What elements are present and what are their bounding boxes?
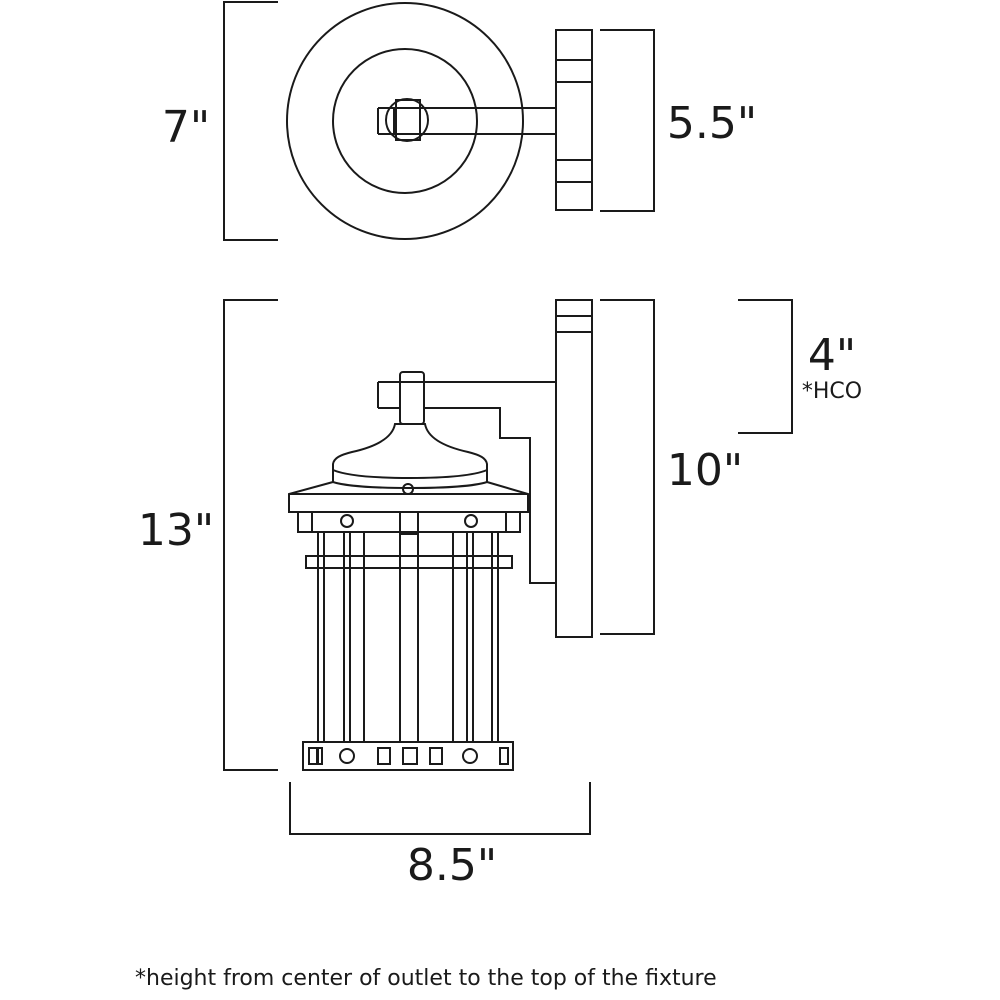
top-depth-bracket (223, 1, 278, 241)
hco-bracket (738, 299, 793, 434)
side-view-backplate-segments (556, 315, 592, 333)
side-view-backplate (555, 299, 593, 638)
lantern-glass-bars (317, 532, 499, 742)
lantern-upper-rivet-left (340, 514, 354, 528)
backplate-width-label: 5.5" (667, 98, 757, 149)
top-view-arm-joint (395, 99, 421, 141)
lantern-middle-band (305, 555, 513, 569)
top-depth-label: 7" (162, 102, 210, 153)
footnote: *height from center of outlet to the top… (135, 966, 717, 991)
overall-height-label: 13" (138, 505, 214, 556)
lantern-upper-rivet-right (464, 514, 478, 528)
side-view-arm (377, 381, 556, 584)
side-view-arm-joint (399, 371, 425, 425)
top-view-outer-ring (286, 2, 524, 240)
lantern-top-cap (332, 423, 488, 480)
top-view-backplate (555, 29, 593, 211)
lantern-cap-screw (402, 483, 414, 495)
overall-width-bracket (289, 782, 591, 835)
lantern-cap-band (332, 470, 488, 490)
top-view (223, 1, 655, 241)
backplate-width-bracket (600, 29, 655, 212)
overall-width-label: 8.5" (407, 840, 497, 891)
lantern-center-post (399, 511, 419, 535)
lantern-roof (288, 481, 529, 513)
backplate-height-label: 10" (667, 445, 743, 496)
lantern-base-ring (302, 741, 514, 771)
top-view-arm (377, 107, 556, 135)
lantern-base-rivet-left (339, 748, 355, 764)
lantern-upper-band (297, 512, 521, 533)
hco-label: *HCO (802, 379, 862, 404)
lantern-base-rivet-right (462, 748, 478, 764)
side-view (223, 299, 793, 835)
overall-height-bracket (223, 299, 278, 771)
top-view-backplate-segments (556, 59, 592, 183)
backplate-height-bracket (600, 299, 655, 635)
hco-value-label: 4" (808, 330, 856, 381)
top-view-inner-ring (332, 48, 478, 194)
lantern-base-cutouts (308, 747, 509, 765)
